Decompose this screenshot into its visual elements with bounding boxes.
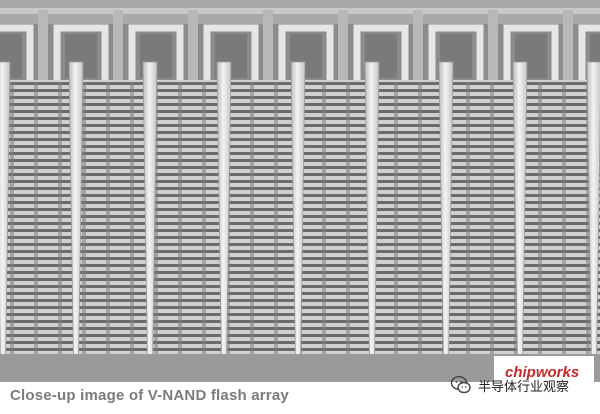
- top-contact: [263, 10, 273, 80]
- channel-column: [82, 82, 86, 354]
- channel-column: [490, 82, 494, 354]
- top-contact: [188, 10, 198, 80]
- image-caption: Close-up image of V-NAND flash array: [10, 387, 289, 404]
- wechat-watermark: 半导体行业观察: [450, 372, 569, 398]
- channel-column: [394, 82, 398, 354]
- top-gate-recess: [590, 34, 600, 78]
- top-gate-shape: [428, 24, 484, 80]
- logo-box: [494, 356, 594, 386]
- channel-column: [466, 82, 470, 354]
- top-gate-shape: [278, 24, 334, 80]
- channel-column: [274, 82, 278, 354]
- channel-column: [34, 82, 38, 354]
- top-gate-shape: [0, 24, 34, 80]
- channel-column: [58, 82, 62, 354]
- slit-pillars: [0, 61, 600, 363]
- top-gate-shape: [503, 24, 559, 80]
- channel-column: [250, 82, 254, 354]
- channel-column: [346, 82, 350, 354]
- top-gate-shape: [578, 24, 600, 80]
- channel-column: [10, 82, 14, 354]
- channel-column: [418, 82, 422, 354]
- top-contact: [488, 10, 498, 80]
- channel-column: [538, 82, 542, 354]
- top-gate-shape: [128, 24, 184, 80]
- top-contact: [113, 10, 123, 80]
- top-contact: [338, 10, 348, 80]
- top-contact: [563, 10, 573, 80]
- channel-column: [178, 82, 182, 354]
- wechat-icon: [450, 375, 471, 394]
- channel-column: [322, 82, 326, 354]
- watermark-account-name: 半导体行业观察: [478, 378, 570, 394]
- top-gate-structures: [0, 10, 600, 80]
- chipworks-logo: chipworks: [505, 364, 580, 381]
- channel-column: [586, 82, 590, 354]
- channel-column: [106, 82, 110, 354]
- channel-column: [154, 82, 158, 354]
- caption-band: [0, 382, 600, 414]
- top-gate-shape: [203, 24, 259, 80]
- channel-column: [202, 82, 206, 354]
- top-contact: [38, 10, 48, 80]
- channel-column: [562, 82, 566, 354]
- top-gate-shape: [53, 24, 109, 80]
- top-gate-shape: [353, 24, 409, 80]
- top-contact: [413, 10, 423, 80]
- channel-column: [130, 82, 134, 354]
